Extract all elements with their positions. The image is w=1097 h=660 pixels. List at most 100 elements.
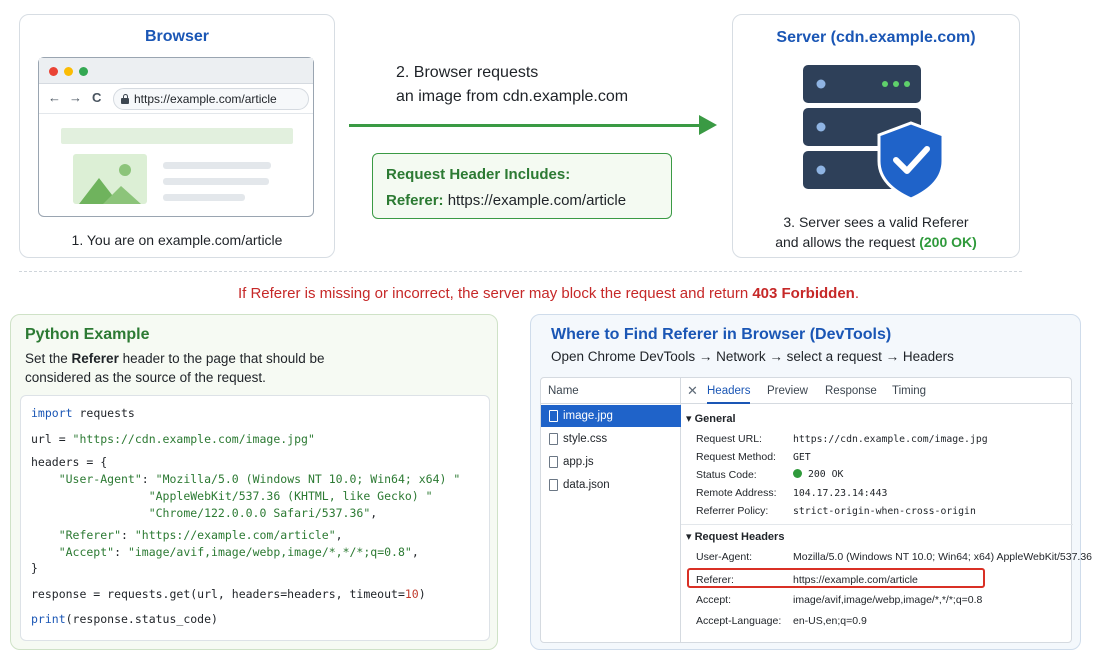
request-header-key: Accept: [696,594,732,606]
request-header-title: Request Header Includes: [386,166,571,183]
devtools-subtitle: Open Chrome DevTools → Network → select … [551,349,954,364]
general-key: Request URL: [696,433,762,445]
tab-headers[interactable]: Headers [707,378,751,404]
code-line: "AppleWebKit/537.36 (KHTML, like Gecko) … [31,489,433,503]
server-title: Server (cdn.example.com) [776,29,976,46]
request-header-value: https://example.com/article [447,192,627,209]
maximize-dot-icon [79,67,88,76]
status-code-value: 200 OK [793,469,843,480]
code-line: url = "https://cdn.example.com/image.jpg… [31,432,315,446]
status-ok-dot-icon [793,469,802,478]
name-column-header: Name [541,378,681,404]
code-line: headers = { [31,455,108,469]
general-section-header[interactable]: ▾ General [686,413,736,425]
address-bar-url: https://example.com/article [134,92,277,106]
warning-text: If Referer is missing or incorrect, the … [237,285,753,302]
page-banner-placeholder [61,128,293,144]
referer-highlight-box [687,568,985,588]
image-placeholder-icon [73,154,147,204]
reload-icon: C [92,90,102,105]
general-value: GET [793,452,811,463]
server-caption: 3. Server sees a valid Referer and allow… [733,212,1019,252]
python-desc-text: header to the page that should be consid… [25,351,325,385]
tab-timing[interactable]: Timing [892,385,927,397]
python-example-panel: Python Example Set the Referer header to… [10,314,498,650]
browser-titlebar [39,58,313,84]
request-item-image[interactable]: image.jpg [541,405,681,427]
section-divider [19,271,1022,272]
minimize-dot-icon [64,67,73,76]
file-icon [549,433,558,445]
text-line-placeholder [163,162,271,169]
request-headers-section-header[interactable]: ▾ Request Headers [686,531,785,543]
server-caption-line1: 3. Server sees a valid Referer [783,214,969,230]
server-caption-line2: and allows the request (200 OK) [733,232,1019,252]
forward-arrow-icon: → [69,90,82,105]
network-request-list: Name image.jpg style.css app.js data.jso… [541,378,681,642]
code-line: "Accept": "image/avif,image/webp,image/*… [31,545,419,559]
close-icon[interactable]: ✕ [687,383,698,398]
text-line-placeholder [163,178,269,185]
file-icon [549,456,558,468]
file-icon [549,410,558,422]
code-line: } [31,561,38,575]
request-item-label: style.css [563,433,608,445]
request-header-key: Accept-Language: [696,615,782,627]
back-arrow-icon: ← [48,90,61,105]
request-step-text: 2. Browser requests an image from cdn.ex… [396,61,628,109]
text-line-placeholder [163,194,245,201]
code-line: "User-Agent": "Mozilla/5.0 (Windows NT 1… [31,472,461,486]
request-item-data[interactable]: data.json [541,474,681,496]
browser-navbar: ← → C https://example.com/article [39,84,313,114]
server-stack-icon [803,65,945,201]
code-block: import requests url = "https://cdn.examp… [20,395,490,641]
request-header-key: User-Agent: [696,551,753,563]
request-header-value: https://example.com/article [793,574,918,586]
section-separator [681,524,1073,525]
general-key: Remote Address: [696,487,777,499]
arrow-right-icon [699,115,717,135]
server-panel: Server (cdn.example.com) 3. Server sees … [732,14,1020,258]
general-key: Request Method: [696,451,776,463]
code-line: "Chrome/122.0.0.0 Safari/537.36", [31,506,378,520]
request-header-value: Mozilla/5.0 (Windows NT 10.0; Win64; x64… [793,551,1093,563]
warning-suffix: . [854,285,860,302]
lock-icon [121,94,129,104]
request-step-line2: an image from cdn.example.com [396,88,629,105]
request-item-app[interactable]: app.js [541,451,681,473]
devtools-window: Name image.jpg style.css app.js data.jso… [540,377,1092,643]
general-value: https://cdn.example.com/image.jpg [793,434,988,445]
devtools-panel: Where to Find Referer in Browser (DevToo… [530,314,1092,650]
code-line: "Referer": "https://example.com/article"… [31,528,343,542]
request-item-label: app.js [563,456,594,468]
server-caption-text: and allows the request [775,234,920,250]
address-bar: https://example.com/article [113,88,309,110]
request-arrow-line [349,124,701,127]
python-description: Set the Referer header to the page that … [25,349,375,387]
code-line: response = requests.get(url, headers=hea… [31,587,426,601]
browser-window: ← → C https://example.com/article [38,57,314,217]
request-item-style[interactable]: style.css [541,428,681,450]
general-value: 200 OK [808,469,844,480]
request-header-value: image/avif,image/webp,image/*,*/*;q=0.8 [793,594,983,606]
request-step-line1: 2. Browser requests [396,64,539,81]
devtools-tab-bar: ✕ Headers Preview Response Timing [681,378,1073,404]
tab-response[interactable]: Response [825,385,877,397]
request-header-key: Referer: [696,574,734,586]
general-value: 104.17.23.14:443 [793,488,888,499]
warning-message: If Referer is missing or incorrect, the … [0,285,1097,302]
request-item-label: data.json [563,479,610,491]
browser-caption: 1. You are on example.com/article [71,232,283,248]
python-desc-text: Set the [25,351,72,366]
file-icon [549,479,558,491]
request-item-label: image.jpg [563,410,613,422]
browser-title: Browser [144,28,210,45]
tab-preview[interactable]: Preview [767,385,808,397]
code-line: import requests [31,406,135,420]
browser-panel: Browser ← → C https://example.com/articl… [19,14,335,258]
request-header-value: en-US,en;q=0.9 [793,615,867,627]
devtools-title: Where to Find Referer in Browser (DevToo… [551,326,892,343]
request-header-key: Referer: [386,192,444,209]
general-value: strict-origin-when-cross-origin [793,506,976,517]
status-ok-text: (200 OK) [919,234,977,250]
